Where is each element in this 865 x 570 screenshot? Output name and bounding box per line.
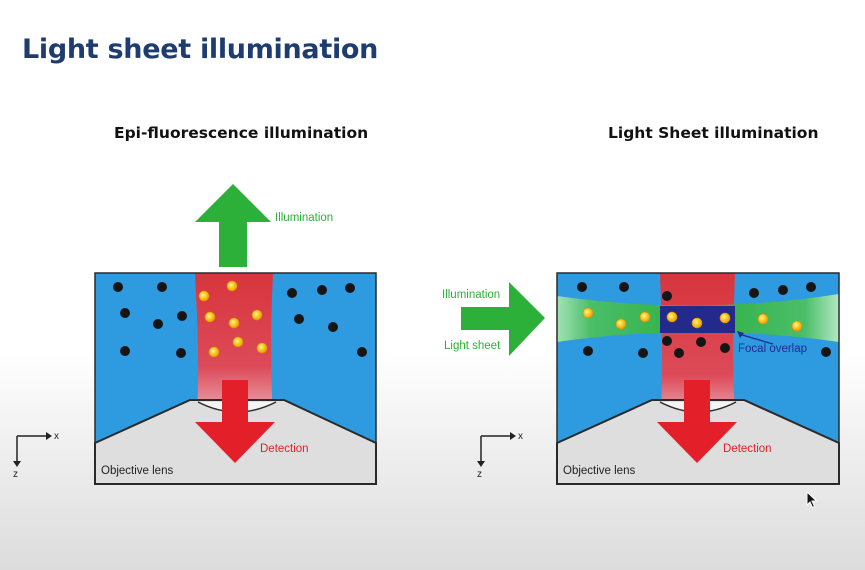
fluorophore — [208, 346, 220, 358]
ls-axis-x-label: x — [518, 431, 523, 442]
focal-overlap-label: Focal overlap — [738, 343, 807, 355]
dark-particle — [674, 348, 684, 358]
fluorophore — [666, 311, 678, 323]
fluorophore — [615, 318, 627, 330]
epi-dark-particles — [113, 282, 367, 358]
dark-particle — [120, 346, 130, 356]
dark-particle — [577, 282, 587, 292]
dark-particle — [294, 314, 304, 324]
ls-illumination-label: Illumination — [442, 289, 500, 301]
dark-particle — [583, 346, 593, 356]
fluorophore — [639, 311, 651, 323]
fluorophore — [204, 311, 216, 323]
fluorophore — [256, 342, 268, 354]
epi-detection-arrow — [195, 380, 275, 463]
fluorophore — [232, 336, 244, 348]
ls-fluorophores — [582, 307, 803, 332]
fluorophore — [251, 309, 263, 321]
fluorophore — [582, 307, 594, 319]
epi-axis-z-label: z — [13, 469, 18, 480]
dark-particle — [806, 282, 816, 292]
fluorophore — [691, 317, 703, 329]
ls-detection-label: Detection — [723, 443, 772, 455]
epi-diagram: Illumination Detection Objective lens x … — [13, 184, 377, 485]
mouse-cursor-icon — [806, 491, 818, 509]
dark-particle — [749, 288, 759, 298]
dark-particle — [287, 288, 297, 298]
ls-light-sheet-label: Light sheet — [444, 340, 501, 352]
dark-particle — [821, 347, 831, 357]
ls-axis-z-label: z — [477, 469, 482, 480]
fluorophore — [228, 317, 240, 329]
dark-particle — [113, 282, 123, 292]
dark-particle — [696, 337, 706, 347]
dark-particle — [662, 336, 672, 346]
dark-particle — [157, 282, 167, 292]
light-sheet-panel-title: Light Sheet illumination — [608, 124, 819, 142]
light-sheet-diagram: Focal overlap Illumination Light sheet D… — [442, 272, 840, 485]
epi-lens-label: Objective lens — [101, 465, 173, 477]
ls-illumination-arrow — [461, 282, 545, 356]
ls-lens-label: Objective lens — [563, 465, 635, 477]
epi-axis-x-label: x — [54, 431, 59, 442]
dark-particle — [720, 343, 730, 353]
dark-particle — [345, 283, 355, 293]
epi-axis — [13, 432, 52, 467]
epi-detection-label: Detection — [260, 443, 309, 455]
dark-particle — [153, 319, 163, 329]
ls-detection-arrow — [657, 380, 737, 463]
ls-dark-particles — [577, 282, 831, 358]
slide-title: Light sheet illumination — [22, 34, 379, 65]
focal-overlap-pointer — [738, 333, 774, 345]
dark-particle — [778, 285, 788, 295]
dark-particle — [662, 291, 672, 301]
dark-particle — [177, 311, 187, 321]
fluorophore — [791, 320, 803, 332]
fluorophore — [757, 313, 769, 325]
epi-illumination-arrow — [195, 184, 271, 267]
dark-particle — [176, 348, 186, 358]
fluorophore — [198, 290, 210, 302]
fluorophore — [719, 312, 731, 324]
dark-particle — [357, 347, 367, 357]
dark-particle — [328, 322, 338, 332]
dark-particle — [619, 282, 629, 292]
epi-panel-title: Epi-fluorescence illumination — [114, 124, 369, 142]
dark-particle — [120, 308, 130, 318]
fluorophore — [226, 280, 238, 292]
dark-particle — [317, 285, 327, 295]
dark-particle — [638, 348, 648, 358]
ls-axis — [477, 432, 516, 467]
epi-illumination-label: Illumination — [275, 212, 333, 224]
epi-fluorophores — [198, 280, 268, 358]
